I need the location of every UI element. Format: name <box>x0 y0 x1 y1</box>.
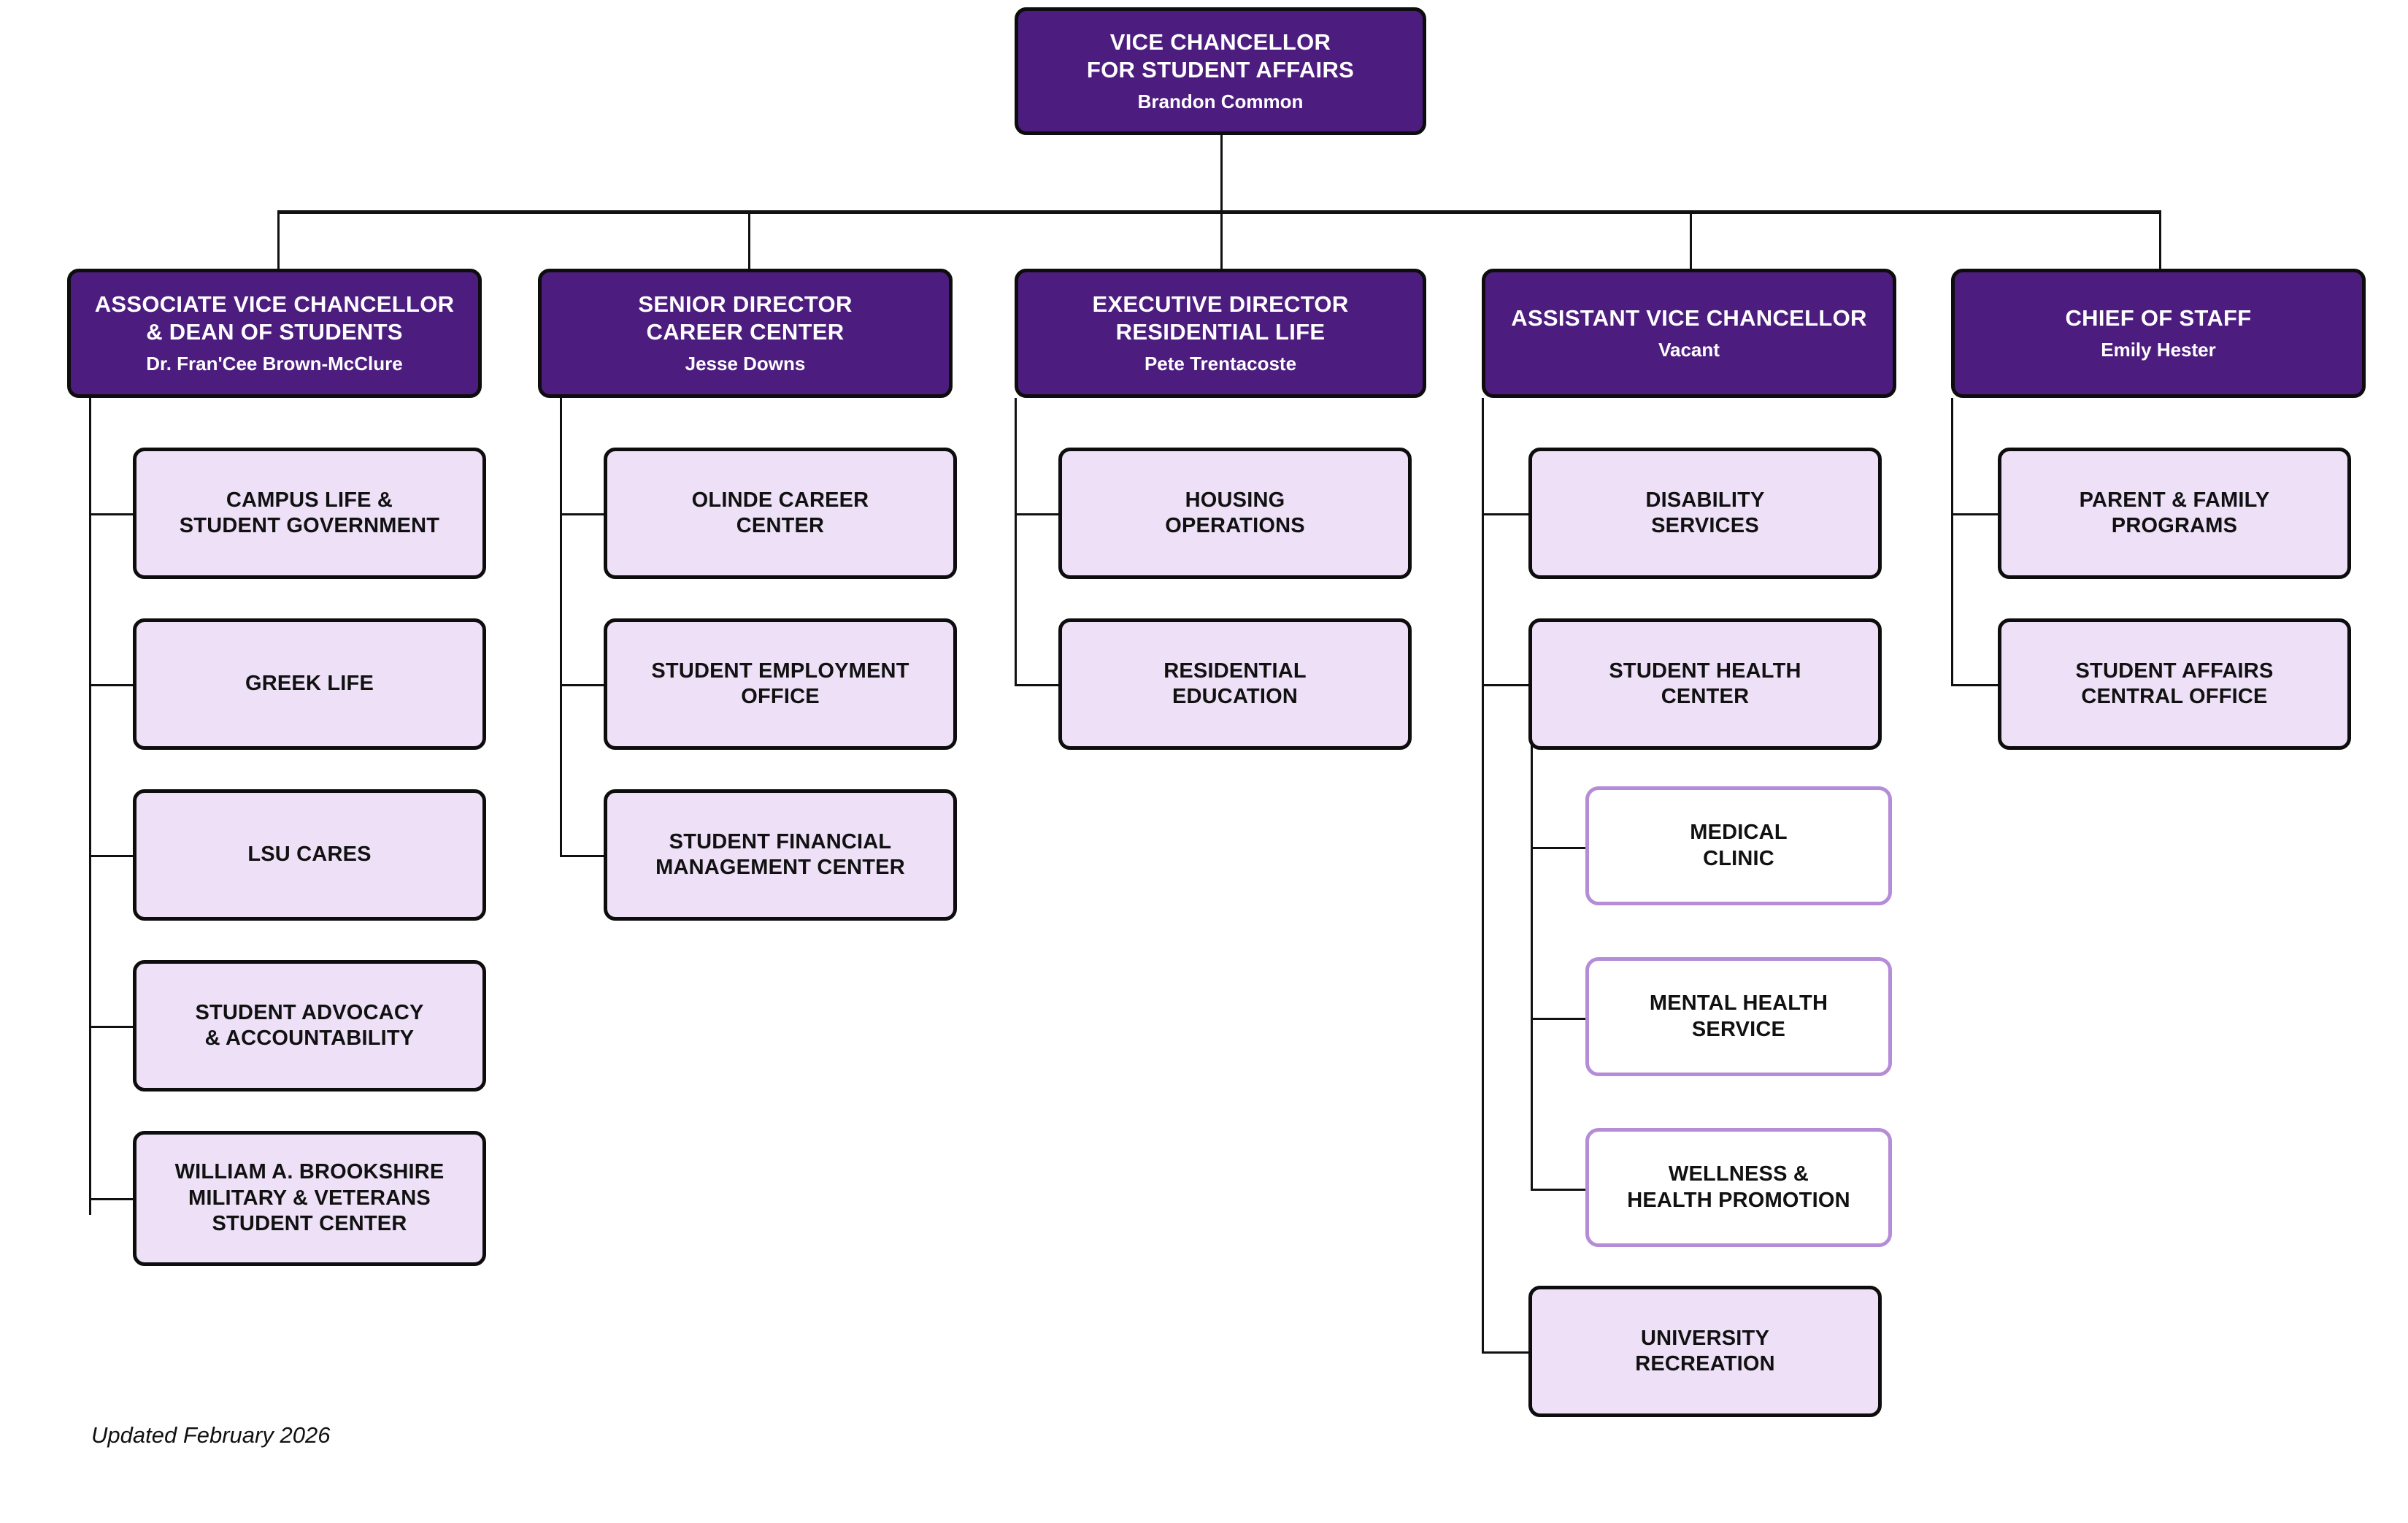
connector-stub-5-1 <box>1951 513 1998 515</box>
node-title: STUDENT AFFAIRS CENTRAL OFFICE <box>2075 659 2274 708</box>
node-william-a-brookshire-military-veterans-student-center[interactable]: WILLIAM A. BROOKSHIRE MILITARY & VETERAN… <box>133 1131 486 1266</box>
connector-stub-1-3 <box>89 855 136 857</box>
connector-stub-3-2 <box>1015 684 1061 686</box>
node-medical-clinic[interactable]: MEDICAL CLINIC <box>1585 786 1892 905</box>
node-parent-family-programs[interactable]: PARENT & FAMILY PROGRAMS <box>1998 448 2351 579</box>
node-title: SENIOR DIRECTOR CAREER CENTER <box>638 291 853 345</box>
connector-drop-division-5 <box>2159 210 2161 269</box>
connector-stub-shc-1 <box>1531 847 1585 849</box>
node-greek-life[interactable]: GREEK LIFE <box>133 618 486 750</box>
connector-drop-division-1 <box>277 210 280 269</box>
connector-stub-2-1 <box>560 513 607 515</box>
node-person: Dr. Fran'Cee Brown-McClure <box>146 352 403 375</box>
connector-drop-division-4 <box>1690 210 1692 269</box>
node-title: WILLIAM A. BROOKSHIRE MILITARY & VETERAN… <box>174 1160 445 1236</box>
node-student-health-center[interactable]: STUDENT HEALTH CENTER <box>1528 618 1882 750</box>
node-title: OLINDE CAREER CENTER <box>691 488 869 537</box>
node-wellness-health-promotion[interactable]: WELLNESS & HEALTH PROMOTION <box>1585 1128 1892 1247</box>
node-residential-education[interactable]: RESIDENTIAL EDUCATION <box>1058 618 1412 750</box>
connector-spine-column-3 <box>1015 398 1017 684</box>
connector-stub-5-2 <box>1951 684 1998 686</box>
connector-stub-1-4 <box>89 1026 136 1028</box>
node-housing-operations[interactable]: HOUSING OPERATIONS <box>1058 448 1412 579</box>
node-disability-services[interactable]: DISABILITY SERVICES <box>1528 448 1882 579</box>
connector-distribution-bar <box>277 210 2161 214</box>
node-title: CAMPUS LIFE & STUDENT GOVERNMENT <box>179 488 440 537</box>
connector-stub-1-2 <box>89 684 136 686</box>
node-campus-life-student-government[interactable]: CAMPUS LIFE & STUDENT GOVERNMENT <box>133 448 486 579</box>
node-title: STUDENT EMPLOYMENT OFFICE <box>651 659 909 708</box>
node-title: DISABILITY SERVICES <box>1645 488 1765 537</box>
node-title: HOUSING OPERATIONS <box>1165 488 1305 537</box>
node-associate-vice-chancellor-dean-of-students[interactable]: ASSOCIATE VICE CHANCELLOR & DEAN OF STUD… <box>67 269 482 398</box>
node-title: MEDICAL CLINIC <box>1690 821 1788 870</box>
node-title: PARENT & FAMILY PROGRAMS <box>2079 488 2270 537</box>
node-person: Pete Trentacoste <box>1144 352 1297 375</box>
connector-root-stem <box>1220 134 1223 215</box>
node-title: WELLNESS & HEALTH PROMOTION <box>1627 1162 1850 1212</box>
node-title: ASSOCIATE VICE CHANCELLOR & DEAN OF STUD… <box>94 291 455 345</box>
connector-spine-column-4 <box>1482 398 1484 1351</box>
node-olinde-career-center[interactable]: OLINDE CAREER CENTER <box>604 448 957 579</box>
node-person: Brandon Common <box>1137 90 1304 112</box>
node-title: UNIVERSITY RECREATION <box>1635 1326 1775 1376</box>
node-title: MENTAL HEALTH SERVICE <box>1649 991 1828 1041</box>
node-title: CHIEF OF STAFF <box>2065 305 2252 331</box>
connector-spine-column-1 <box>89 398 91 1215</box>
node-chief-of-staff[interactable]: CHIEF OF STAFF Emily Hester <box>1951 269 2366 398</box>
node-university-recreation[interactable]: UNIVERSITY RECREATION <box>1528 1286 1882 1417</box>
node-title: EXECUTIVE DIRECTOR RESIDENTIAL LIFE <box>1092 291 1349 345</box>
node-person: Jesse Downs <box>685 352 806 375</box>
connector-spine-column-2 <box>560 398 562 855</box>
connector-drop-division-2 <box>748 210 750 269</box>
node-title: STUDENT HEALTH CENTER <box>1609 659 1801 708</box>
node-student-affairs-central-office[interactable]: STUDENT AFFAIRS CENTRAL OFFICE <box>1998 618 2351 750</box>
connector-stub-shc-3 <box>1531 1189 1585 1191</box>
node-title: RESIDENTIAL EDUCATION <box>1163 659 1307 708</box>
connector-spine-student-health-center <box>1531 730 1533 1190</box>
node-vice-chancellor-student-affairs[interactable]: VICE CHANCELLOR FOR STUDENT AFFAIRS Bran… <box>1015 7 1426 135</box>
updated-date-footnote: Updated February 2026 <box>91 1422 331 1448</box>
node-title: ASSISTANT VICE CHANCELLOR <box>1511 305 1867 331</box>
connector-stub-4-1 <box>1482 513 1528 515</box>
node-person: Vacant <box>1658 339 1720 361</box>
connector-stub-4-3 <box>1482 1351 1528 1354</box>
node-student-employment-office[interactable]: STUDENT EMPLOYMENT OFFICE <box>604 618 957 750</box>
node-person: Emily Hester <box>2101 339 2216 361</box>
node-title: VICE CHANCELLOR FOR STUDENT AFFAIRS <box>1086 29 1355 83</box>
node-senior-director-career-center[interactable]: SENIOR DIRECTOR CAREER CENTER Jesse Down… <box>538 269 953 398</box>
connector-stub-shc-2 <box>1531 1018 1585 1020</box>
connector-stub-2-2 <box>560 684 607 686</box>
connector-stub-1-1 <box>89 513 136 515</box>
connector-stub-3-1 <box>1015 513 1061 515</box>
node-title: GREEK LIFE <box>245 672 374 696</box>
node-title: STUDENT FINANCIAL MANAGEMENT CENTER <box>655 829 905 879</box>
connector-drop-division-3 <box>1220 210 1223 269</box>
node-student-advocacy-accountability[interactable]: STUDENT ADVOCACY & ACCOUNTABILITY <box>133 960 486 1092</box>
node-executive-director-residential-life[interactable]: EXECUTIVE DIRECTOR RESIDENTIAL LIFE Pete… <box>1015 269 1426 398</box>
connector-spine-column-5 <box>1951 398 1953 684</box>
node-assistant-vice-chancellor[interactable]: ASSISTANT VICE CHANCELLOR Vacant <box>1482 269 1896 398</box>
node-title: STUDENT ADVOCACY & ACCOUNTABILITY <box>195 1000 424 1050</box>
node-lsu-cares[interactable]: LSU CARES <box>133 789 486 921</box>
connector-stub-1-5 <box>89 1198 136 1200</box>
connector-stub-4-2 <box>1482 684 1528 686</box>
connector-stub-2-3 <box>560 855 607 857</box>
node-student-financial-management-center[interactable]: STUDENT FINANCIAL MANAGEMENT CENTER <box>604 789 957 921</box>
node-title: LSU CARES <box>247 843 372 867</box>
node-mental-health-service[interactable]: MENTAL HEALTH SERVICE <box>1585 957 1892 1076</box>
